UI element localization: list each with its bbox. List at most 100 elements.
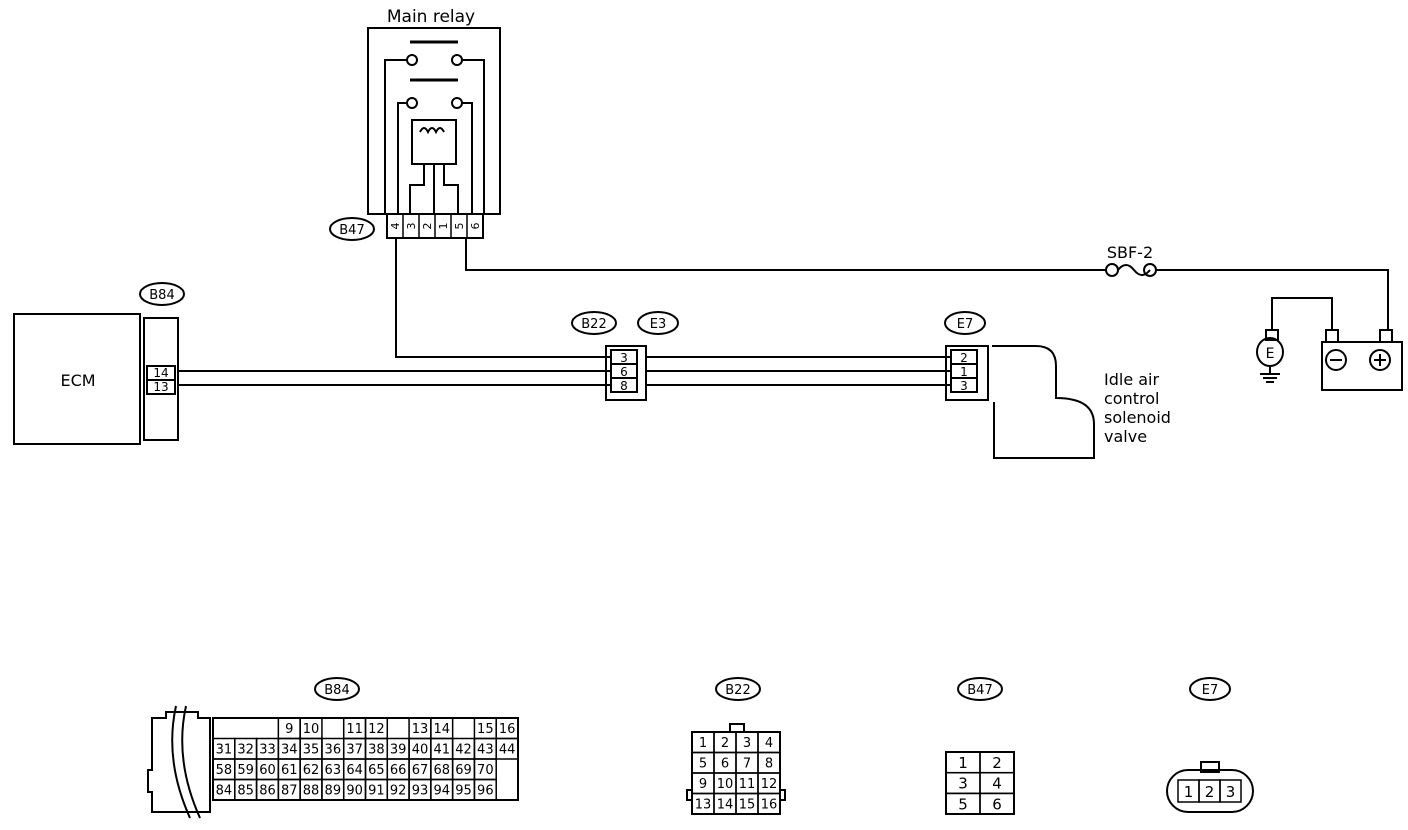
wire-relay-to-b22: [395, 238, 611, 358]
b84-pin-61: 61: [281, 763, 298, 778]
e7-cell: [1219, 779, 1242, 803]
b22-pin-5: 5: [699, 757, 707, 772]
e7-pin-1: 1: [960, 365, 968, 379]
b84-pin-65: 65: [368, 763, 385, 778]
b84-pin-33: 33: [259, 743, 276, 758]
b84-pin-36: 36: [325, 743, 342, 758]
b84-pin-89: 89: [325, 784, 342, 799]
b84-pin-10: 10: [303, 722, 320, 737]
b84-pin-93: 93: [412, 784, 429, 799]
b84-pin-92: 92: [390, 784, 407, 799]
relay-pin-2: 2: [421, 223, 434, 230]
b84-pin-14: 14: [433, 722, 450, 737]
b84-pin-37: 37: [346, 743, 363, 758]
b84-pin-70: 70: [477, 763, 494, 778]
b22-e3-pin-8: 8: [620, 379, 628, 393]
b22-pin-12: 12: [761, 777, 778, 792]
face-tag-b22: B22: [725, 683, 750, 698]
b22-e3-pin-3: 3: [620, 351, 628, 365]
tag-e3: E3: [650, 317, 667, 332]
b84-pin-94: 94: [433, 784, 450, 799]
b47-pin-3: 3: [958, 775, 968, 793]
b84-cell: [473, 778, 497, 801]
b84-pin-32: 32: [237, 743, 254, 758]
b22-e3-pin-6: 6: [620, 365, 628, 379]
relay-pin-4: 4: [389, 223, 402, 230]
b22-pin-6: 6: [721, 757, 729, 772]
e7-pin-2: 2: [1205, 783, 1215, 801]
e7-pin-group: 213: [960, 351, 968, 393]
b22-pin-3: 3: [743, 736, 751, 751]
e7-pin-1: 1: [1184, 783, 1194, 801]
b84-pin-64: 64: [346, 763, 363, 778]
b84-pin-9: 9: [285, 722, 293, 737]
b22-cell: [757, 792, 781, 815]
b84-pin-58: 58: [216, 763, 233, 778]
fuse-symbol: [1105, 263, 1157, 277]
ecm-connector: [143, 317, 179, 441]
e7-connector: [945, 345, 989, 401]
b84-pin-85: 85: [237, 784, 254, 799]
b84-pin-60: 60: [259, 763, 276, 778]
main-relay-label: Main relay: [387, 7, 475, 27]
b84-pin-42: 42: [455, 743, 472, 758]
wire-relay-to-fuse: [465, 238, 1106, 271]
b84-pin-67: 67: [412, 763, 429, 778]
b84-pin-63: 63: [325, 763, 342, 778]
b22-pin-13: 13: [695, 798, 712, 813]
iacv-label-line2: control: [1104, 389, 1159, 408]
b47-pin-4: 4: [992, 775, 1002, 793]
b84-pin-95: 95: [455, 784, 472, 799]
b47-cell: [979, 792, 1015, 815]
tag-b84: B84: [149, 288, 174, 303]
b22-pin-1: 1: [699, 736, 707, 751]
b84-pin-15: 15: [477, 722, 494, 737]
relay-pin-1: 1: [437, 223, 450, 230]
ecm-label: ECM: [60, 371, 95, 390]
b47-face-grid: 1 2 3 4 5 6: [945, 751, 1015, 815]
ecm-box: [13, 313, 141, 445]
b84-pin-68: 68: [433, 763, 450, 778]
b22-pin-7: 7: [743, 757, 751, 772]
b22-pin-9: 9: [699, 777, 707, 792]
tag-b22: B22: [581, 317, 606, 332]
b47-pin-5: 5: [958, 795, 968, 813]
relay-pin-6: 6: [469, 223, 482, 230]
b47-pin-2: 2: [992, 754, 1002, 772]
tag-e7: E7: [957, 317, 974, 332]
fuse-label: SBF-2: [1107, 243, 1153, 262]
tag-b84-oval: [139, 282, 185, 306]
b22-e3-pin-group: 368: [620, 351, 628, 393]
iacv-label-line1: Idle air: [1104, 370, 1160, 389]
wire-fuse-to-battery: [1156, 269, 1389, 330]
b84-pin-84: 84: [216, 784, 233, 799]
b47-pin-1: 1: [958, 754, 968, 772]
iacv-label-line4: valve: [1104, 427, 1147, 446]
ecm-pin-13: 13: [153, 380, 168, 394]
tag-e3-oval: [637, 311, 679, 335]
e7-pin-3: 3: [960, 379, 968, 393]
b22-pin-15: 15: [739, 798, 756, 813]
b84-pin-91: 91: [368, 784, 385, 799]
b84-pin-34: 34: [281, 743, 298, 758]
b84-pin-62: 62: [303, 763, 320, 778]
b84-pin-41: 41: [433, 743, 450, 758]
ground-label: E: [1266, 346, 1275, 362]
b84-pin-90: 90: [346, 784, 363, 799]
e7-pin-2: 2: [960, 351, 968, 365]
b84-pin-16: 16: [499, 722, 516, 737]
b84-pin-12: 12: [368, 722, 385, 737]
b84-pin-96: 96: [477, 784, 494, 799]
b47-pin-6: 6: [992, 795, 1002, 813]
b22-pin-11: 11: [739, 777, 756, 792]
b84-pin-43: 43: [477, 743, 494, 758]
b84-pin-13: 13: [412, 722, 429, 737]
iacv-label-line3: solenoid: [1104, 408, 1171, 427]
relay-pin-3: 3: [405, 223, 418, 230]
b22-pin-16: 16: [761, 798, 778, 813]
b22-pin-14: 14: [717, 798, 734, 813]
